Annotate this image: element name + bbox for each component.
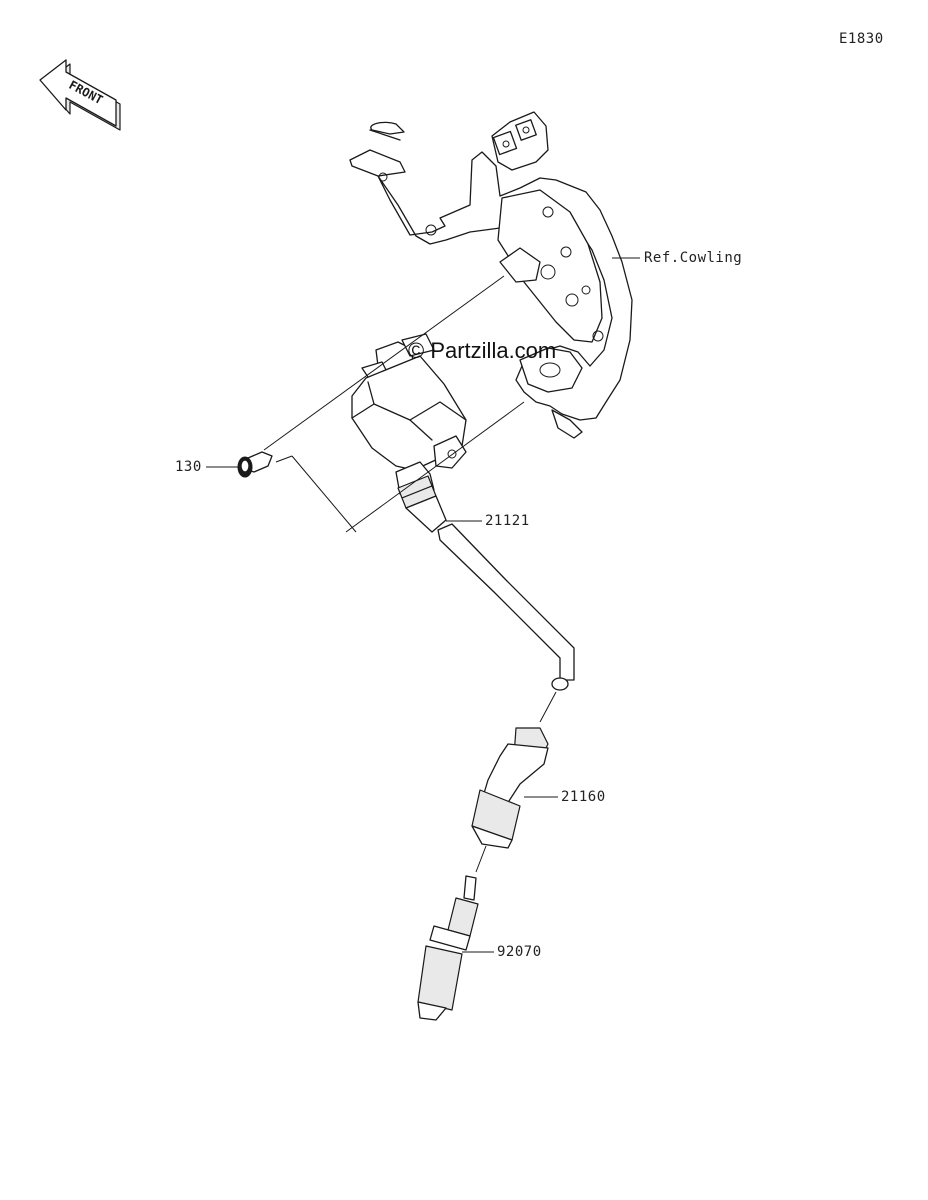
callout-ref-cowling: Ref.Cowling xyxy=(644,250,743,266)
spark-plug xyxy=(417,875,479,1021)
front-arrow-icon: FRONT xyxy=(39,59,121,131)
bolt-130 xyxy=(237,451,273,478)
callout-21121: 21121 xyxy=(485,513,530,529)
diagram-code: E1830 xyxy=(839,31,884,47)
callout-130: 130 xyxy=(175,459,202,475)
plug-cap xyxy=(471,727,549,849)
callout-21160: 21160 xyxy=(561,789,606,805)
watermark: © Partzilla.com xyxy=(408,338,557,363)
cowling-bracket xyxy=(349,111,633,439)
callout-92070: 92070 xyxy=(497,944,542,960)
high-tension-lead xyxy=(437,523,575,691)
ignition-coil xyxy=(351,333,467,533)
